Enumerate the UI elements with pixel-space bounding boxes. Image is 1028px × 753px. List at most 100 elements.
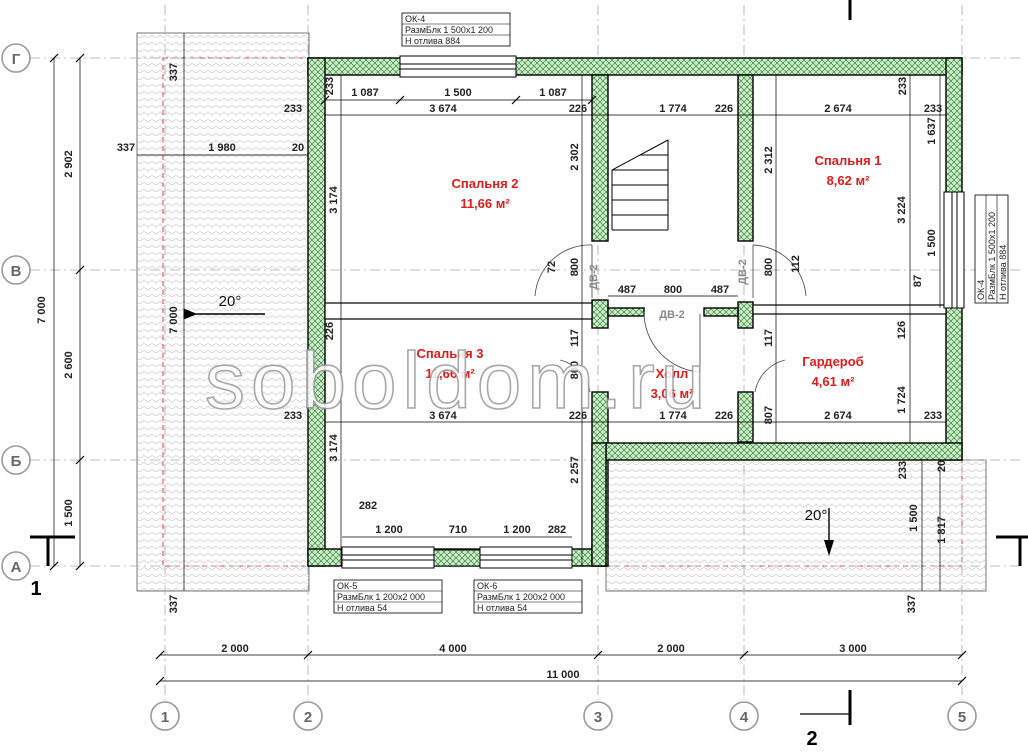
dimension-label: 233 [897, 461, 909, 479]
room-area: 8,62 м² [827, 173, 871, 188]
dimension-lines [53, 33, 962, 682]
dimension-label: 3 174 [328, 433, 340, 461]
watermark: soboldom.ru [205, 336, 711, 425]
dimension-label: 233 [324, 77, 336, 95]
dimension-label: 226 [324, 322, 336, 340]
dimension-ticks [49, 53, 967, 686]
axis-label: А [11, 559, 22, 576]
dimension-label: 226 [569, 410, 587, 422]
dimension-label: 117 [569, 329, 581, 347]
axis-bubble-Б [1, 445, 31, 475]
dimension-label: 1 980 [208, 142, 236, 154]
dimension-label: 3 674 [429, 410, 457, 422]
axis-label: 5 [958, 709, 966, 726]
section-marks [30, 0, 1028, 725]
dimension-label: 487 [618, 284, 636, 296]
dimension-label: 1 817 [936, 516, 948, 544]
dimension-label: 1 500 [926, 229, 938, 257]
dimension-label: 117 [763, 329, 775, 347]
dimension-label: 20 [292, 142, 304, 154]
axis-label: 2 [304, 709, 312, 726]
section-label: 2 [806, 728, 817, 750]
section-label: 1 [30, 578, 41, 600]
dimension-label: 226 [715, 410, 733, 422]
room-area: 3,06 м² [651, 386, 695, 401]
dimension-label: 800 [763, 258, 775, 276]
window-tag-line: ОК-4 [976, 280, 986, 300]
axis-bubble-А [1, 551, 31, 581]
dimension-label: 337 [906, 595, 918, 613]
dimension-label: 2 257 [569, 456, 581, 484]
door-label: ДВ-2 [737, 259, 749, 285]
axis-label: Б [11, 453, 22, 470]
dimension-label: 2 674 [824, 410, 852, 422]
room-area: 4,61 м² [812, 374, 856, 389]
dimension-label: 1 500 [908, 504, 920, 532]
dimension-label: 233 [924, 103, 942, 115]
slope-arrow-down-head [824, 540, 834, 556]
dimension-label: 233 [897, 77, 909, 95]
dimension-label: 4 000 [439, 643, 467, 655]
dimension-label: 2 674 [824, 103, 852, 115]
dimension-label: 1 637 [926, 117, 938, 145]
room-name: Гардероб [802, 354, 863, 369]
dimension-label: 1 724 [896, 385, 908, 413]
dimension-label: 3 000 [839, 643, 867, 655]
misc-labels: 20° 20° 1 2 [30, 293, 827, 750]
slope-label: 20° [805, 507, 828, 524]
window-tag-line: ОК-6 [477, 581, 497, 591]
dimension-label: 800 [569, 361, 581, 379]
dimension-label: 87 [912, 275, 924, 287]
dimension-label: 226 [569, 103, 587, 115]
room-area: 11,66 м² [460, 196, 510, 211]
dimension-label: 282 [548, 524, 566, 536]
dimension-label: 20 [936, 460, 948, 472]
dimension-label: 487 [711, 284, 729, 296]
dimension-label: 337 [168, 63, 180, 81]
window-tag-line: РазмБлк 1 500х1 200 [987, 212, 997, 300]
axis-bubble-В [1, 255, 31, 285]
slope-label: 20° [219, 293, 242, 310]
dimension-label: 233 [284, 103, 302, 115]
axis-label: 1 [161, 709, 169, 726]
axis-label: Г [12, 51, 21, 68]
room-name: Холл [656, 366, 689, 381]
windows [341, 55, 965, 569]
dimension-label: 1 087 [539, 87, 567, 99]
dimension-label: 112 [790, 255, 802, 273]
dimension-label: 1 500 [444, 87, 472, 99]
dimension-label: 7 000 [36, 296, 48, 324]
dimension-label: 337 [168, 595, 180, 613]
dimension-label: 800 [664, 284, 682, 296]
dimension-label: 1 087 [351, 87, 379, 99]
dimension-label: 2 312 [763, 146, 775, 174]
dimension-label: 3 674 [429, 103, 457, 115]
dimension-label: 2 302 [569, 143, 581, 171]
dimension-label: 1 200 [375, 524, 403, 536]
roof-bottom-area [605, 459, 987, 592]
axis-bubble-2 [293, 701, 323, 731]
axis-label: 4 [740, 709, 749, 726]
dimension-label: 72 [546, 261, 558, 273]
window-tag-line: РазмБлк 1 200х2 000 [337, 592, 425, 602]
dimension-label: 7 000 [168, 306, 180, 334]
door-label: ДВ-2 [659, 309, 685, 321]
staircase [611, 139, 669, 231]
window-tag-line: Н отлива 884 [405, 36, 460, 46]
dimension-label: 807 [763, 406, 775, 424]
room-name: Спальня 3 [417, 346, 484, 361]
dimension-label: 11 000 [546, 669, 579, 681]
window-tag-line: Н отлива 54 [477, 603, 527, 613]
room-name: Спальня 2 [452, 176, 519, 191]
axis-bubble-3 [583, 701, 613, 731]
dimension-label: 710 [449, 524, 467, 536]
